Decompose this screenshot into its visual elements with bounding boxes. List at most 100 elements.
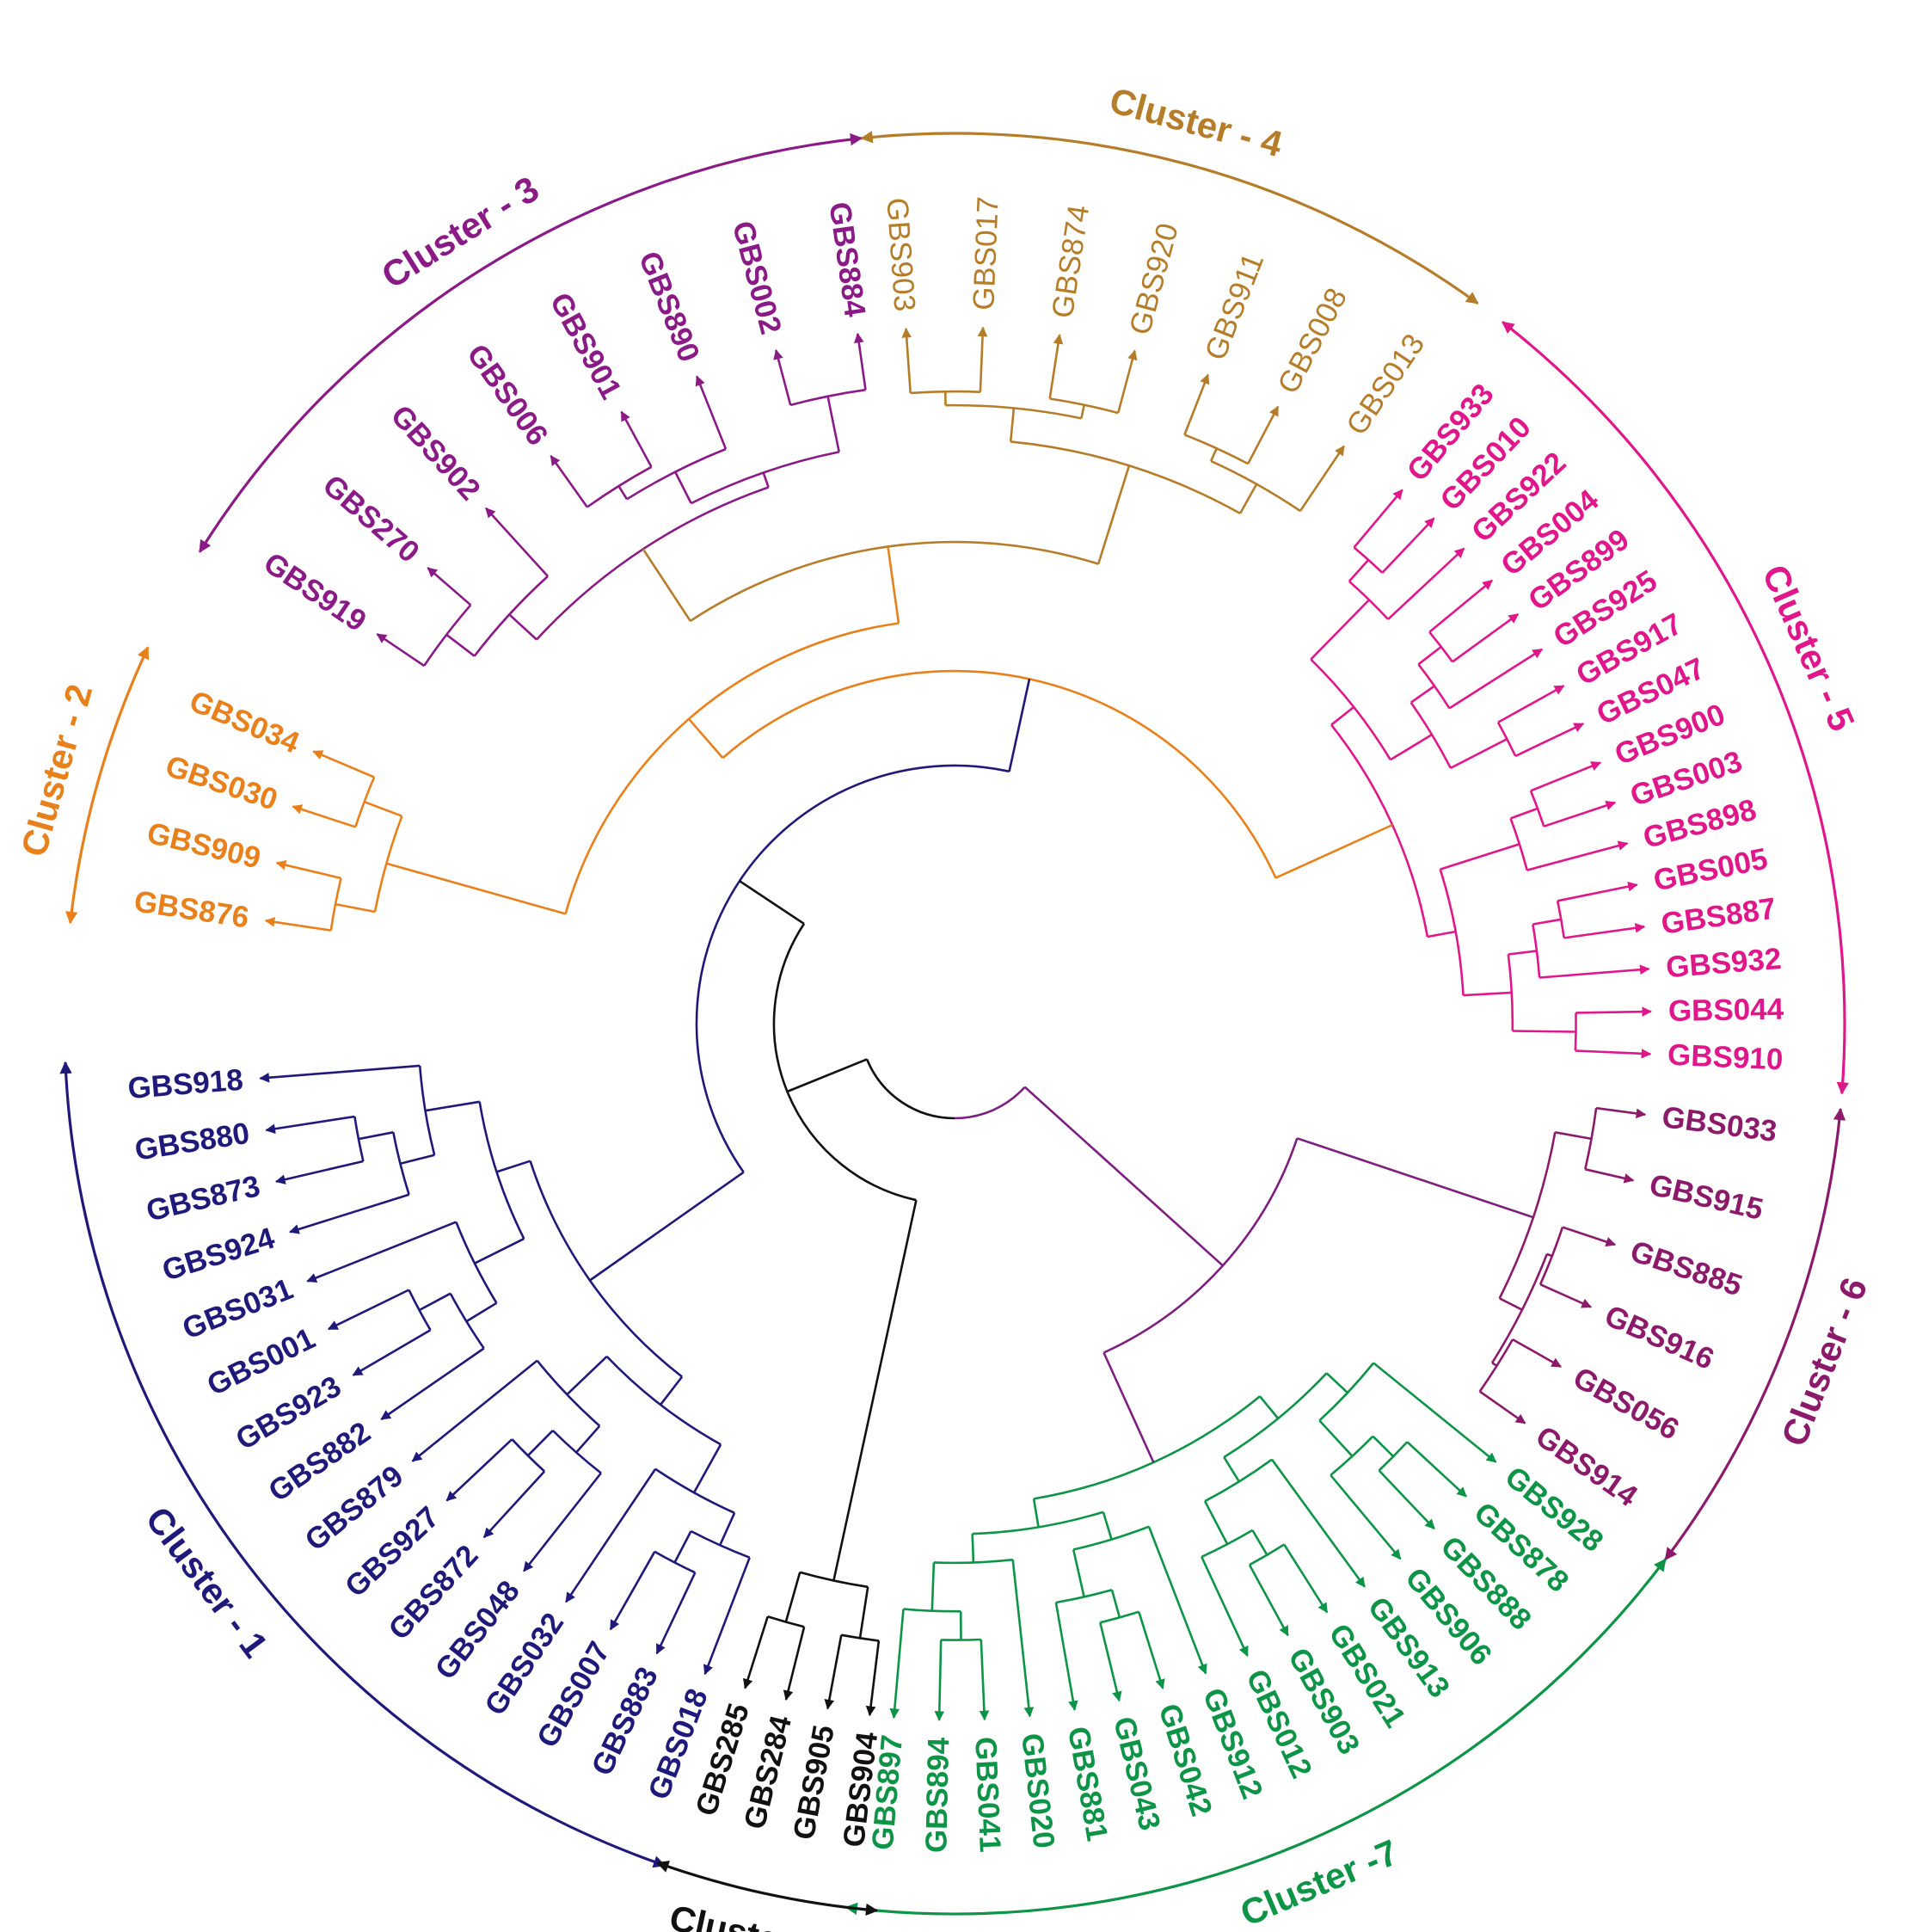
leaf-label-gbs005: GBS005	[1650, 842, 1770, 898]
cluster-5-branch	[1427, 930, 1456, 938]
cluster-1-branch	[445, 1438, 513, 1502]
cluster-5-branch	[1381, 517, 1435, 574]
cluster-1-branch	[659, 1375, 684, 1406]
cluster-3-label: Cluster - 3	[374, 169, 545, 297]
cluster-1-branch	[274, 1160, 364, 1184]
leaf-label-gbs909: GBS909	[144, 816, 264, 876]
cluster-5-branch	[1526, 840, 1629, 871]
cluster-7-branch	[1373, 1362, 1497, 1463]
node-2-5-link	[1274, 823, 1393, 879]
cluster-5-arc	[1428, 631, 1453, 663]
leaf-label-gbs881: GBS881	[1061, 1724, 1115, 1843]
cluster-7-arc	[1378, 1441, 1409, 1472]
cluster-5-branch	[1543, 800, 1617, 828]
cluster-6-branch	[1585, 1168, 1635, 1184]
cluster-5-branch	[1557, 881, 1638, 902]
leaf-label-gbs043: GBS043	[1107, 1714, 1167, 1834]
node-left-link	[832, 1199, 918, 1581]
cluster-4-arc	[910, 390, 980, 395]
cluster-5-arc	[1353, 546, 1384, 574]
cluster-6-branch	[1555, 1131, 1592, 1141]
cluster-7-branch	[1283, 1543, 1329, 1614]
cluster-1-branch	[327, 1289, 410, 1331]
cluster-1-branch	[474, 1237, 525, 1264]
cluster-7-branch	[1138, 1611, 1165, 1690]
cluster-8-branch	[865, 1640, 881, 1717]
cluster-3-arc	[473, 575, 549, 657]
cluster-3-bracket	[198, 132, 863, 553]
cluster-brackets	[59, 131, 1849, 1917]
cluster-1-branch	[425, 1100, 480, 1112]
cluster-8-branch	[784, 1572, 801, 1622]
cluster-6-arc	[1498, 1132, 1557, 1299]
leaf-label-gbs873: GBS873	[143, 1169, 263, 1227]
cluster-3-branch	[376, 633, 425, 668]
cluster-3-branch	[445, 633, 476, 657]
cluster-5-branch	[1353, 489, 1403, 549]
leaf-label-gbs911: GBS911	[1199, 249, 1271, 365]
cluster-7-branch	[1378, 1469, 1435, 1530]
cluster-7-branch	[1270, 1458, 1366, 1588]
node-3-4-link	[1096, 465, 1131, 564]
cluster-8-arc	[767, 1615, 805, 1628]
cluster-1-branch	[609, 1551, 656, 1631]
cluster-1-bracket	[59, 1061, 666, 1868]
cluster-3-branch	[620, 410, 653, 468]
cluster-8-branch	[783, 1626, 806, 1701]
cluster-4-branch	[977, 326, 988, 392]
cluster-6-branch	[1546, 1252, 1553, 1258]
leaf-label-gbs874: GBS874	[1046, 203, 1096, 321]
cluster-7-branch	[1258, 1395, 1280, 1419]
cluster-2-arc	[354, 776, 376, 828]
cluster-7-branch	[889, 1609, 905, 1720]
cluster-6-branch	[1539, 1283, 1593, 1308]
leaf-label-gbs915: GBS915	[1646, 1168, 1766, 1227]
cluster-3-branch	[617, 485, 629, 500]
leaf-label-gbs885: GBS885	[1626, 1234, 1747, 1303]
leaf-label-gbs044: GBS044	[1668, 993, 1784, 1028]
cluster-4-branch	[1048, 334, 1064, 399]
cluster-1-branch	[566, 1355, 608, 1396]
cluster-7-branch	[1223, 1456, 1241, 1483]
leaf-label-gbs910: GBS910	[1667, 1038, 1784, 1077]
leaf-label-gbs030: GBS030	[162, 749, 282, 817]
node-2-3-4-join	[564, 622, 900, 914]
cluster-5-branch	[1510, 807, 1538, 820]
cluster-4-branch	[1183, 373, 1210, 435]
cluster-7-branch	[1102, 1511, 1113, 1541]
cluster-7-branch	[1406, 1441, 1467, 1498]
leaf-label-gbs876: GBS876	[132, 884, 251, 934]
cluster-5-branch	[1387, 547, 1465, 620]
cluster-6-arc	[1538, 1227, 1564, 1285]
cluster-1-branch	[465, 1301, 498, 1323]
root-link	[1023, 1086, 1224, 1267]
cluster-3-branch	[550, 455, 588, 508]
cluster-5-bracket	[1502, 321, 1849, 1095]
leaf-label-gbs901: GBS901	[544, 287, 628, 405]
leaf-label-gbs034: GBS034	[185, 684, 304, 760]
cluster-7-branch	[1330, 1474, 1402, 1560]
cluster-1-arc	[690, 1529, 751, 1559]
cluster-4-branch	[1209, 447, 1218, 462]
cluster-4-branch	[901, 327, 912, 393]
cluster-1-label: Cluster - 1	[138, 1499, 276, 1665]
cluster-7-branch	[1372, 1435, 1395, 1458]
node-2-5-join	[722, 669, 1277, 879]
cluster-7-branch	[1147, 1526, 1207, 1675]
cluster-5-branch	[1538, 964, 1650, 979]
cluster-7-branch	[1054, 1602, 1078, 1712]
cluster-5-branch	[1440, 843, 1520, 871]
leaf-label-gbs041: GBS041	[968, 1736, 1007, 1853]
cluster-1-branch	[352, 1329, 432, 1376]
cluster-1-branch	[692, 1443, 722, 1493]
leaf-label-gbs033: GBS033	[1660, 1100, 1778, 1148]
cluster-5-branch	[1417, 645, 1442, 666]
cluster-4-branch	[1116, 349, 1138, 414]
leaf-label-gbs056: GBS056	[1568, 1361, 1685, 1447]
node-right-link	[1102, 1351, 1155, 1463]
node-1-5-link	[1008, 679, 1031, 772]
node-2-3-4-link	[385, 862, 566, 915]
leaf-label-gbs918: GBS918	[126, 1063, 244, 1105]
cluster-6-branch	[1512, 1338, 1563, 1369]
